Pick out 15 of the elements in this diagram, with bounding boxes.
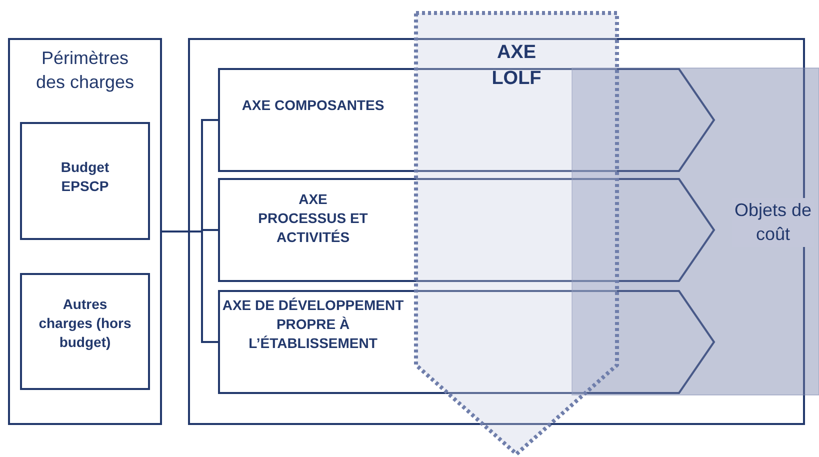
box-label: Autres charges (hors budget) xyxy=(38,295,132,352)
axis-arrow-box xyxy=(218,68,715,172)
box-label: AXE COMPOSANTES xyxy=(240,96,386,115)
box-label: Objets de coût xyxy=(732,198,814,247)
group-box xyxy=(8,38,162,425)
category-box xyxy=(20,122,150,240)
box-label: Périmètres des charges xyxy=(34,47,136,94)
box-label: AXE PROCESSUS ET ACTIVITÉS xyxy=(258,190,368,247)
dotted-down-arrow xyxy=(415,12,618,455)
box-label: AXE DE DÉVELOPPEMENT PROPRE À L’ÉTABLISSEMENT xyxy=(221,296,405,353)
box-label: Budget EPSCP xyxy=(60,158,110,196)
category-box xyxy=(20,273,150,390)
axis-arrow-box xyxy=(218,178,715,282)
axis-arrow-box xyxy=(218,290,715,394)
box-label: AXE LOLF xyxy=(490,41,542,91)
